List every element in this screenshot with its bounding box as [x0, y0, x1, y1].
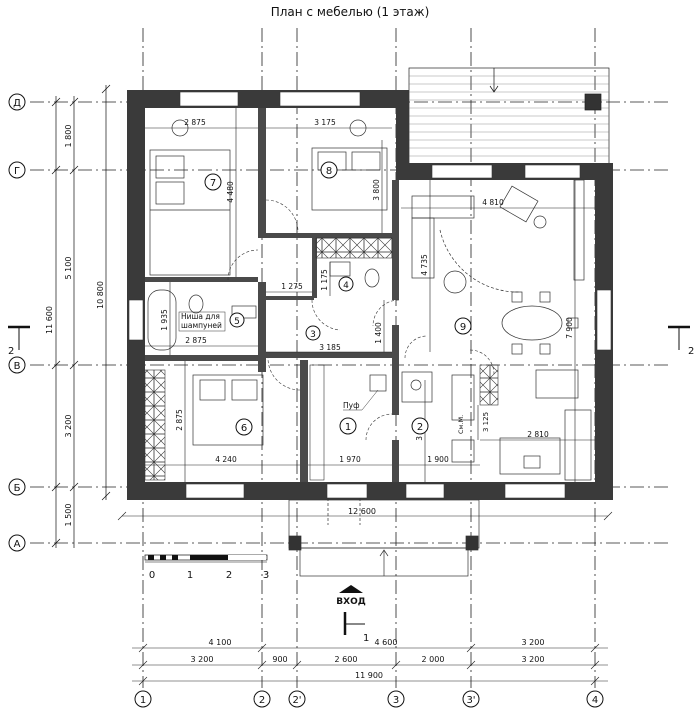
- windows: [128, 91, 612, 499]
- niche-label: шампуней: [181, 321, 222, 330]
- axis-letter: Б: [14, 483, 21, 494]
- dim-label: 3 200: [522, 655, 545, 664]
- axis-number: 3: [393, 695, 399, 706]
- dim-label: 2 875: [185, 336, 207, 345]
- scale-bar: 0 1 2 3: [144, 554, 269, 581]
- section-mark-bottom: 1: [343, 612, 369, 644]
- pouf-label: Пуф: [343, 401, 360, 410]
- porch: [288, 498, 480, 577]
- dim-label: 900: [272, 655, 287, 664]
- axis-letter: А: [14, 539, 21, 550]
- scale-label: 0: [149, 570, 155, 581]
- dim-label: 3 185: [319, 343, 341, 352]
- dim-label: 3 800: [372, 179, 381, 201]
- dim-3200: 3 200: [64, 415, 73, 438]
- axis-letter: В: [14, 361, 21, 372]
- room-number: 2: [417, 422, 423, 433]
- width-dim-label: 12 600: [348, 507, 376, 516]
- dim-total: 11 900: [355, 671, 383, 680]
- width-dimension: [117, 511, 613, 521]
- dim-5100: 5 100: [64, 257, 73, 280]
- terrace: [408, 67, 610, 165]
- bottom-dimensions: [132, 643, 608, 686]
- room-dimensions: 2 875 3 175 4 480 3 800 4 810 4 735 7 90…: [160, 118, 574, 464]
- dim-label: 1 400: [374, 322, 383, 344]
- section-bottom-label: 1: [363, 633, 369, 644]
- section-label: 2: [688, 346, 694, 357]
- axis-number-bubbles: 1 2 2' 3 3' 4: [134, 690, 604, 708]
- furniture: [147, 119, 592, 481]
- room-number: 3: [310, 330, 316, 340]
- niche-label: Ниша для: [181, 312, 220, 321]
- dim-label: 4 100: [209, 638, 232, 647]
- dim-label: 4 810: [482, 198, 504, 207]
- dim-label: 3 200: [191, 655, 214, 664]
- bottom-dim-labels: 4 100 4 600 3 200 3 200 900 2 600 2 000 …: [191, 638, 545, 680]
- entrance-marker: ВХОД: [336, 585, 366, 607]
- room-number: 8: [326, 166, 332, 177]
- section-mark-left: 2: [8, 325, 30, 357]
- left-dimensions: [51, 84, 111, 548]
- room-number: 4: [343, 281, 349, 291]
- dim-11600: 11 600: [45, 306, 54, 334]
- dim-label: 1 935: [160, 309, 169, 331]
- dim-label: 4 600: [375, 638, 398, 647]
- dim-label: 2 875: [175, 409, 184, 431]
- section-label: 2: [8, 346, 14, 357]
- scale-label: 2: [226, 570, 232, 581]
- annotations: Ниша для шампуней Пуф См.М.: [178, 311, 465, 434]
- axis-letter: Д: [13, 98, 21, 109]
- room-number: 7: [210, 178, 216, 189]
- room-number: 5: [234, 317, 240, 327]
- interior-walls: [145, 108, 399, 482]
- dim-1800: 1 800: [64, 125, 73, 148]
- scale-label: 1: [187, 570, 193, 581]
- dim-label: 1 275: [281, 282, 303, 291]
- internal-dim-lines: [145, 108, 595, 482]
- room-number: 9: [460, 322, 466, 333]
- axis-letter: Г: [14, 166, 20, 177]
- dim-label: 3 125: [482, 412, 490, 432]
- dim-label: 2 600: [335, 655, 358, 664]
- wardrobes: [144, 237, 499, 481]
- room-number: 1: [345, 422, 351, 433]
- plan-title: План с мебелью (1 этаж): [271, 5, 430, 19]
- dim-label: 1 970: [339, 455, 361, 464]
- axis-number: 1: [140, 695, 146, 706]
- dim-label: 4 480: [226, 181, 235, 203]
- dim-label: 3 200: [522, 638, 545, 647]
- axis-number: 4: [592, 695, 598, 706]
- dim-label: 2 810: [527, 430, 549, 439]
- dim-label: 7 900: [565, 317, 574, 339]
- dim-10800: 10 800: [96, 281, 105, 309]
- dim-label: 2 875: [184, 118, 206, 127]
- section-mark-right: 2: [668, 325, 694, 357]
- axis-letter-bubbles: Д Г В Б А: [8, 93, 26, 552]
- dim-label: 4 240: [215, 455, 237, 464]
- axis-number: 3': [466, 695, 475, 706]
- dim-label: 1 900: [427, 455, 449, 464]
- room-numbers: 7 8 4 5 3 9 6 1 2: [204, 161, 472, 436]
- door-swings: [227, 199, 495, 441]
- dim-label: 2 000: [422, 655, 445, 664]
- dim-label: 3 175: [314, 118, 336, 127]
- axis-number: 2: [259, 695, 265, 706]
- entrance-label: ВХОД: [336, 597, 365, 607]
- scale-label: 3: [263, 570, 269, 581]
- dim-1500: 1 500: [64, 504, 73, 527]
- dim-label: 1 175: [320, 269, 329, 291]
- axis-number: 2': [292, 695, 301, 706]
- dim-label: 4 735: [420, 254, 429, 276]
- washer-label: См.М.: [457, 415, 465, 434]
- room-number: 6: [241, 423, 247, 434]
